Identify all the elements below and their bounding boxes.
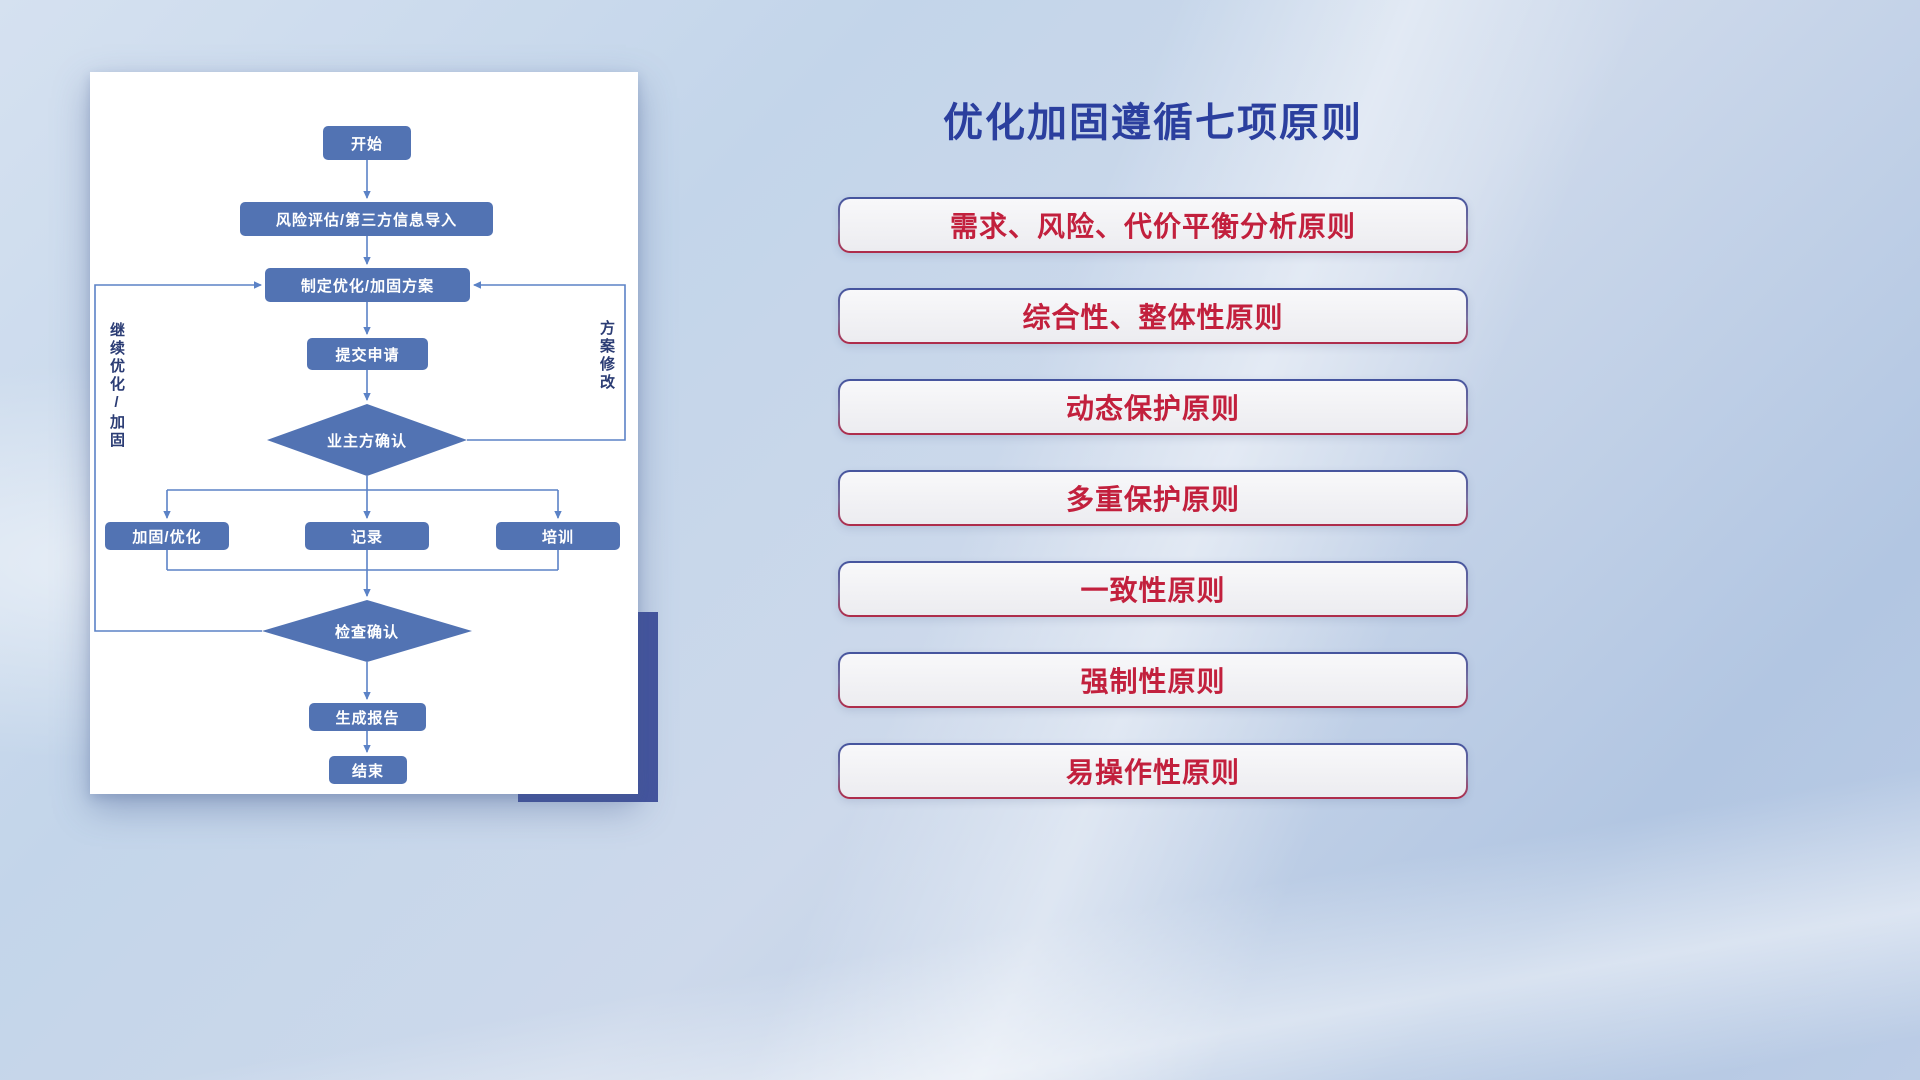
flow-node-training: 培训 (496, 522, 620, 550)
principle-item-1: 需求、风险、代价平衡分析原则 (838, 197, 1468, 253)
flow-node-report: 生成报告 (309, 703, 426, 731)
edge-label-continue-optimize: 继续优化/加固 (108, 322, 125, 450)
flowchart-connectors (94, 160, 626, 753)
principle-item-2: 综合性、整体性原则 (838, 288, 1468, 344)
edge-label-plan-modify: 方案修改 (598, 320, 615, 392)
principle-item-7: 易操作性原则 (838, 743, 1468, 799)
flow-node-record: 记录 (305, 522, 429, 550)
flow-node-make-plan: 制定优化/加固方案 (265, 268, 470, 302)
principles-list: 需求、风险、代价平衡分析原则 综合性、整体性原则 动态保护原则 多重保护原则 一… (838, 197, 1468, 799)
flow-node-harden: 加固/优化 (105, 522, 229, 550)
panel-title: 优化加固遵循七项原则 (943, 101, 1363, 145)
flow-node-start: 开始 (323, 126, 411, 160)
principle-item-4: 多重保护原则 (838, 470, 1468, 526)
flow-node-submit: 提交申请 (307, 338, 428, 370)
flowchart-card: 开始 风险评估/第三方信息导入 制定优化/加固方案 提交申请 业主方确认 加固/… (90, 72, 638, 794)
flow-node-risk-import: 风险评估/第三方信息导入 (240, 202, 493, 236)
principle-item-5: 一致性原则 (838, 561, 1468, 617)
principle-item-3: 动态保护原则 (838, 379, 1468, 435)
flow-node-end: 结束 (329, 756, 407, 784)
principle-item-6: 强制性原则 (838, 652, 1468, 708)
